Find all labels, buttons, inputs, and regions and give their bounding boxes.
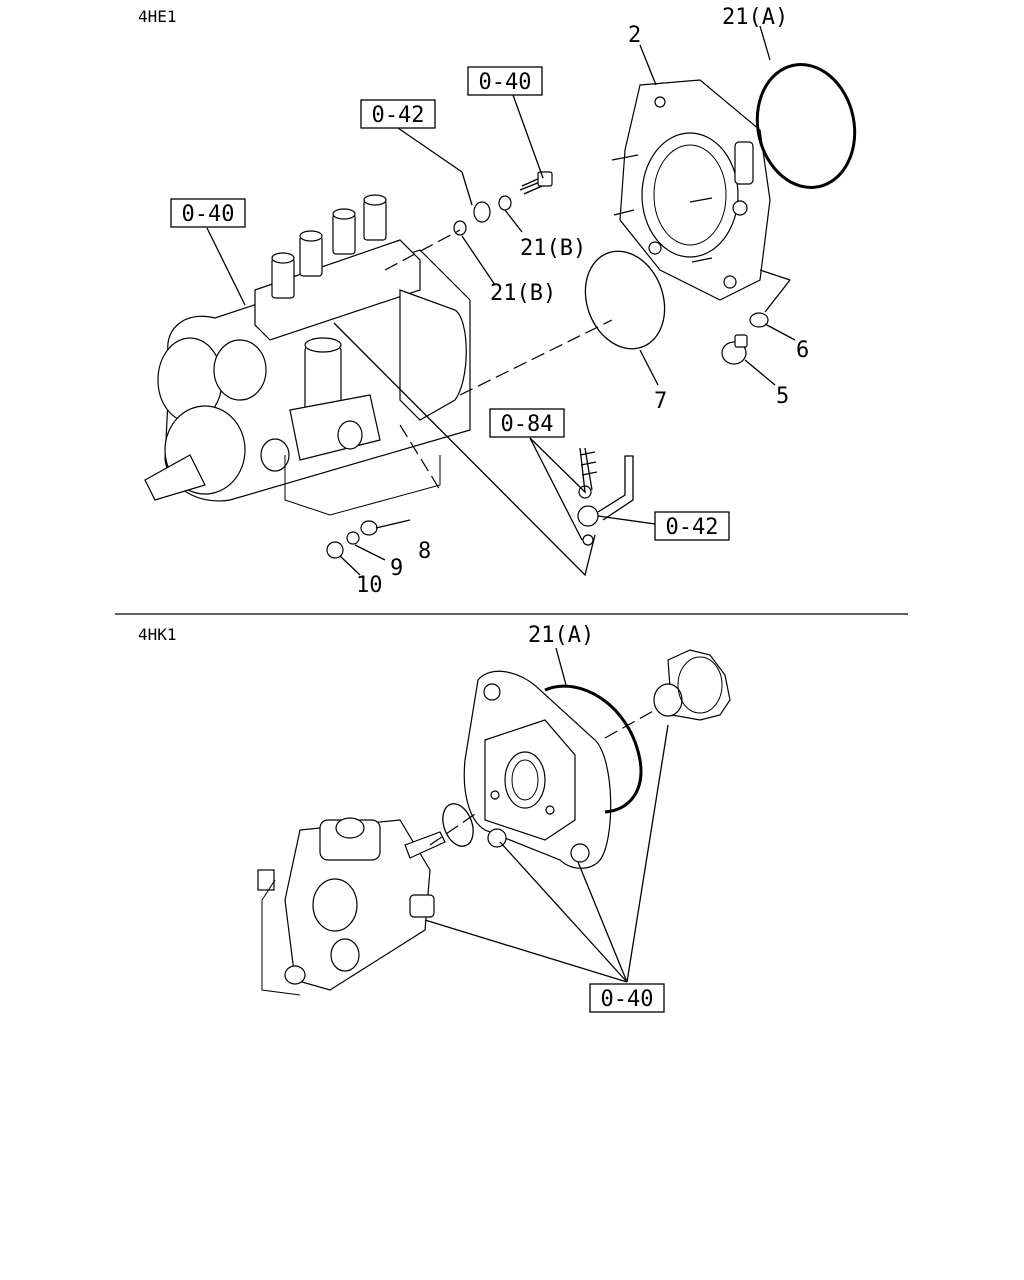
o-ring-7 [584, 250, 666, 350]
banjo-bolt-assembly [453, 171, 553, 236]
washer-6 [749, 312, 769, 328]
injection-pump-4he1 [144, 194, 471, 516]
leader-lines-bottom [424, 647, 669, 983]
pipe-0-42-lower [577, 447, 634, 546]
svg-text:0-42: 0-42 [372, 103, 425, 128]
label-2: 2 [628, 23, 641, 48]
svg-text:0-40: 0-40 [601, 987, 654, 1012]
washer-8 [360, 520, 378, 536]
drive-gear [653, 649, 731, 721]
label-9: 9 [390, 556, 403, 581]
small-o-ring [442, 803, 474, 847]
callout-0-40-bottom: 0-40 [589, 983, 665, 1013]
label-21a-top: 21(A) [722, 5, 788, 30]
plug-5 [721, 334, 748, 365]
coupling-housing-2 [611, 79, 771, 301]
label-10: 10 [356, 573, 383, 598]
label-21a-bottom: 21(A) [528, 623, 594, 648]
callout-0-42-a: 0-42 [360, 99, 436, 129]
label-21b-1: 21(B) [520, 236, 586, 261]
washer-9 [346, 531, 360, 545]
supply-pump-4hk1 [257, 817, 446, 996]
o-ring-21a [755, 63, 857, 189]
nut-10 [326, 541, 344, 559]
label-7: 7 [654, 389, 667, 414]
label-6: 6 [796, 338, 809, 363]
section-title-4he1: 4HE1 [138, 7, 177, 26]
label-21b-2: 21(B) [490, 281, 556, 306]
svg-text:0-84: 0-84 [501, 412, 554, 437]
label-5: 5 [776, 384, 789, 409]
svg-text:0-40: 0-40 [479, 70, 532, 95]
label-8: 8 [418, 539, 431, 564]
section-title-4hk1: 4HK1 [138, 625, 177, 644]
callout-0-40-b: 0-40 [170, 198, 246, 228]
callout-0-42-b: 0-42 [654, 511, 730, 541]
svg-text:0-42: 0-42 [666, 515, 719, 540]
adapter-plate-4hk1 [463, 670, 612, 869]
o-ring-21a-bottom [544, 684, 643, 814]
callout-0-84: 0-84 [489, 408, 565, 438]
leader-lines-top [206, 25, 796, 577]
callout-0-40-a: 0-40 [467, 66, 543, 96]
svg-text:0-40: 0-40 [182, 202, 235, 227]
